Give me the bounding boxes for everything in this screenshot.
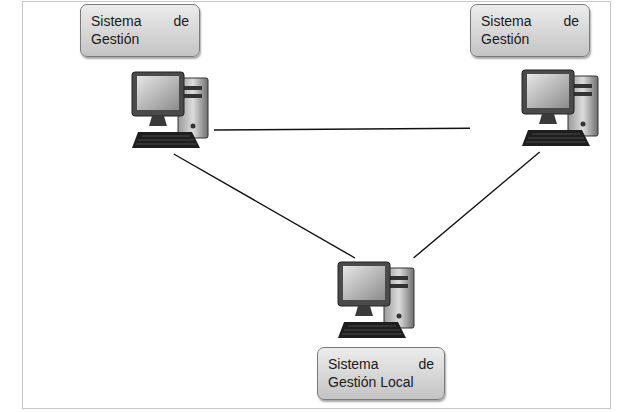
system-label: Sistema de Gestión bbox=[481, 12, 579, 48]
system-label: Sistema de Gestión bbox=[91, 12, 189, 48]
computer-icon bbox=[132, 72, 208, 148]
network-link bbox=[214, 128, 470, 130]
computer-icon bbox=[338, 262, 414, 338]
network-link bbox=[414, 152, 540, 258]
system-label: Sistema de Gestión Local bbox=[328, 355, 434, 391]
computer-icon bbox=[522, 70, 598, 146]
system-node: Sistema de Gestión bbox=[80, 4, 214, 154]
frame-border bbox=[23, 2, 611, 409]
system-node: Sistema de Gestión Local bbox=[316, 258, 446, 400]
label-box: Sistema de Gestión Local bbox=[317, 347, 445, 400]
label-box: Sistema de Gestión bbox=[80, 4, 200, 57]
network-link bbox=[174, 154, 355, 258]
system-node: Sistema de Gestión bbox=[470, 4, 604, 152]
label-box: Sistema de Gestión bbox=[470, 4, 590, 57]
